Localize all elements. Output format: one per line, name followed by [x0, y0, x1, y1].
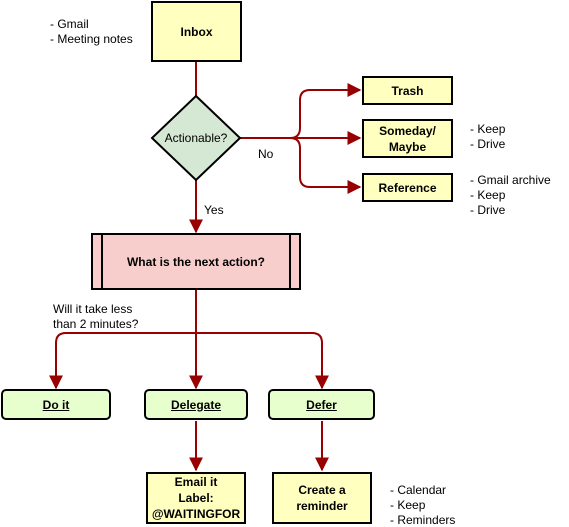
email-it-line: Label:: [178, 491, 214, 505]
note-item: Gmail: [50, 17, 133, 32]
next-action-box: [91, 233, 301, 290]
note-item: Drive: [470, 137, 505, 152]
inbox-label: Inbox: [180, 24, 213, 39]
reference-label: Reference: [378, 180, 437, 195]
note-item: Keep: [470, 188, 551, 203]
defer-node: Defer: [268, 389, 375, 420]
two-minutes-label: Will it take less than 2 minutes?: [53, 302, 138, 332]
actionable-diamond: [150, 94, 242, 182]
actionable-label: Actionable?: [164, 131, 228, 145]
two-minutes-line: than 2 minutes?: [53, 317, 139, 331]
note-item: Gmail archive: [470, 173, 550, 188]
edge-no-reference: [289, 137, 362, 194]
reference-tools-notes: Gmail archive Keep Drive: [470, 173, 551, 218]
note-item: Reminders: [390, 513, 455, 527]
edge-to-do-it: [49, 332, 196, 390]
someday-maybe-label: Maybe: [388, 139, 427, 154]
email-it-line: @WAITINGFOR: [151, 507, 241, 521]
do-it-label: Do it: [42, 397, 70, 412]
delegate-label: Delegate: [170, 397, 222, 412]
create-reminder-node: Create a reminder: [272, 472, 372, 524]
trash-node: Trash: [362, 76, 453, 105]
delegate-node: Delegate: [144, 389, 248, 420]
note-item: Keep: [390, 498, 455, 513]
edge-to-defer: [196, 332, 329, 390]
inbox-sources-notes: Gmail Meeting notes: [50, 17, 133, 47]
trash-label: Trash: [391, 83, 424, 98]
note-item: Keep: [470, 122, 505, 137]
note-item: Meeting notes: [50, 32, 132, 47]
reference-node: Reference: [362, 173, 453, 202]
reminder-tools-notes: Calendar Keep Reminders: [390, 483, 455, 527]
someday-maybe-label: Someday/: [379, 123, 436, 138]
defer-label: Defer: [306, 397, 337, 412]
next-action-label: What is the next action?: [126, 255, 265, 269]
yes-label: Yes: [204, 203, 224, 217]
note-item: Calendar: [390, 483, 455, 498]
note-item: Drive: [470, 203, 551, 218]
create-reminder-line: reminder: [296, 499, 348, 513]
email-it-node: Email it Label: @WAITINGFOR: [146, 472, 246, 524]
no-label: No: [258, 147, 274, 161]
someday-tools-notes: Keep Drive: [470, 122, 505, 152]
do-it-node: Do it: [1, 389, 111, 420]
email-it-line: Email it: [174, 475, 218, 489]
inbox-node: Inbox: [151, 1, 242, 62]
edge-no-trash: [240, 83, 362, 139]
two-minutes-line: Will it take less: [53, 302, 133, 316]
create-reminder-line: Create a: [298, 483, 346, 497]
someday-maybe-node: Someday/ Maybe: [362, 119, 453, 158]
